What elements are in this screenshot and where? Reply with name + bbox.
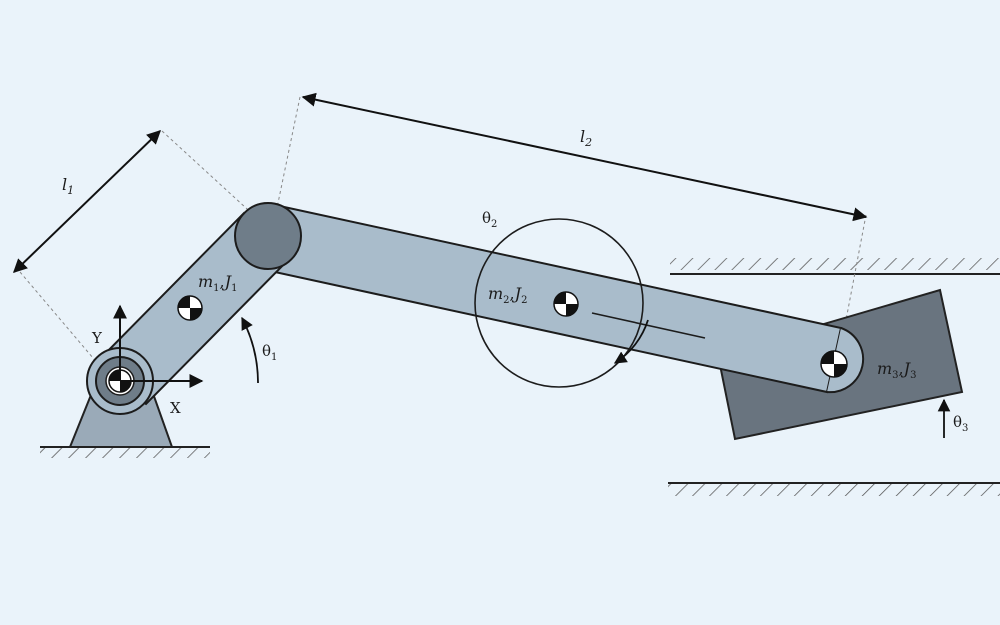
com-symbol-base: [108, 369, 132, 393]
label-link2-mass-inertia: m2,J2: [488, 284, 527, 306]
com-symbol-link1: [177, 295, 203, 321]
axis-label-x: X: [170, 399, 181, 417]
theta2-rotation-circle: [474, 218, 644, 388]
dimension-l1-arrow: [12, 130, 162, 273]
label-slider-mass-inertia: m3,J3: [877, 359, 916, 381]
theta2-arrow: [613, 319, 649, 364]
guide-rail-top: [670, 258, 1000, 275]
label-theta1: θ1: [262, 342, 277, 363]
link-2-centerline: [591, 312, 706, 339]
base-ground: [40, 446, 210, 458]
com-symbol-link2: [553, 291, 579, 317]
label-l1: l1: [62, 175, 74, 197]
label-link1-mass-inertia: m1,J1: [198, 272, 237, 294]
dimension-l2-arrow: [301, 92, 868, 222]
label-theta2: θ2: [482, 209, 497, 230]
axis-label-y: Y: [91, 329, 103, 347]
com-symbol-slider: [820, 350, 848, 378]
label-l2: l2: [580, 127, 592, 149]
crank-pin-joint: [234, 202, 302, 270]
theta1-arc: [241, 316, 259, 384]
guide-rail-bottom: [668, 482, 1000, 496]
label-theta3: θ3: [953, 413, 968, 434]
link-2-connecting-rod: [259, 203, 843, 394]
